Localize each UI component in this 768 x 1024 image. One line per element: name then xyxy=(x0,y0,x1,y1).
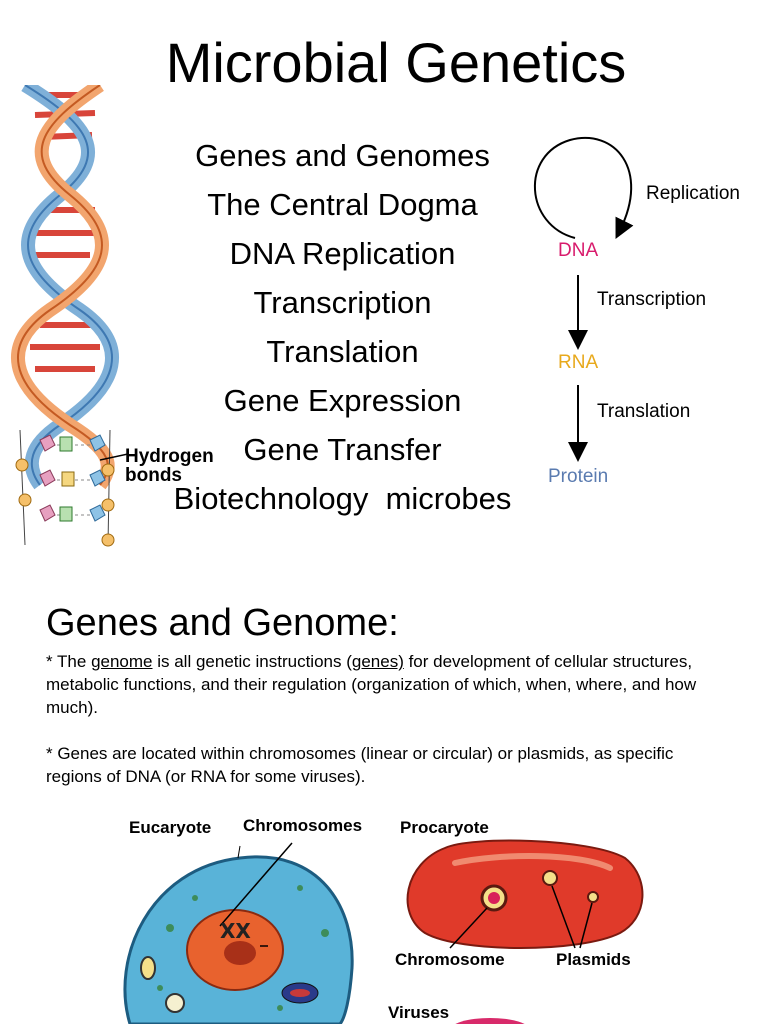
dna-helix-illustration xyxy=(11,85,119,547)
virus-partial xyxy=(455,1018,525,1024)
chromosome-label: Chromosome xyxy=(395,950,505,969)
eucaryote-label: Eucaryote xyxy=(129,818,212,837)
hydrogen-bonds-pointer xyxy=(100,453,129,461)
p1-text-b: is all genetic instructions ( xyxy=(152,652,352,671)
dna-node: DNA xyxy=(558,240,599,261)
topic-biotechnology: Biotechnology microbes xyxy=(173,481,512,516)
topic-gene-transfer: Gene Transfer xyxy=(243,432,442,467)
paragraph-genome: * The genome is all genetic instructions… xyxy=(46,650,726,719)
replication-loop-arrow xyxy=(534,137,634,239)
protein-node: Protein xyxy=(548,466,609,487)
hydrogen-bonds-label: Hydrogen bonds xyxy=(125,447,214,485)
topic-transcription: Transcription xyxy=(253,285,432,320)
plasmid-2 xyxy=(587,891,599,903)
section-heading: Genes and Genome: xyxy=(46,602,399,644)
paragraph-genes-location: * Genes are located within chromosomes (… xyxy=(46,744,674,786)
topic-gene-expression: Gene Expression xyxy=(223,383,462,418)
hydrogen-label-line-2: bonds xyxy=(125,465,182,486)
slide-title: Microbial Genetics xyxy=(165,31,627,94)
replication-label: Replication xyxy=(646,183,740,204)
procaryote-cell xyxy=(406,839,644,949)
rna-node: RNA xyxy=(558,352,599,373)
topic-translation: Translation xyxy=(266,334,419,369)
viruses-label: Viruses xyxy=(388,1003,450,1022)
plasmids-label: Plasmids xyxy=(556,950,631,969)
cells-figure: XX xyxy=(123,839,644,1024)
xx-chromosome-mark: XX xyxy=(220,919,251,943)
nucleotide-detail xyxy=(15,429,115,547)
central-dogma-diagram xyxy=(534,137,634,462)
hydrogen-label-line-1: Hydrogen xyxy=(125,446,214,467)
topic-dna-replication: DNA Replication xyxy=(229,236,456,271)
chromosomes-label: Chromosomes xyxy=(243,816,363,835)
p1-genes-term: genes) xyxy=(351,652,404,671)
p1-genome-term: genome xyxy=(91,652,153,671)
topic-central-dogma: The Central Dogma xyxy=(207,187,478,222)
eucaryote-cell xyxy=(123,842,354,1024)
p1-text-a: * The xyxy=(46,652,92,671)
transcription-label: Transcription xyxy=(597,289,707,310)
p1-text-c: for development of cellular structures, … xyxy=(46,652,697,717)
plasmid-1 xyxy=(542,870,558,886)
translation-label: Translation xyxy=(597,401,691,422)
topic-genes-genomes: Genes and Genomes xyxy=(195,138,490,173)
procaryote-label: Procaryote xyxy=(400,818,489,837)
